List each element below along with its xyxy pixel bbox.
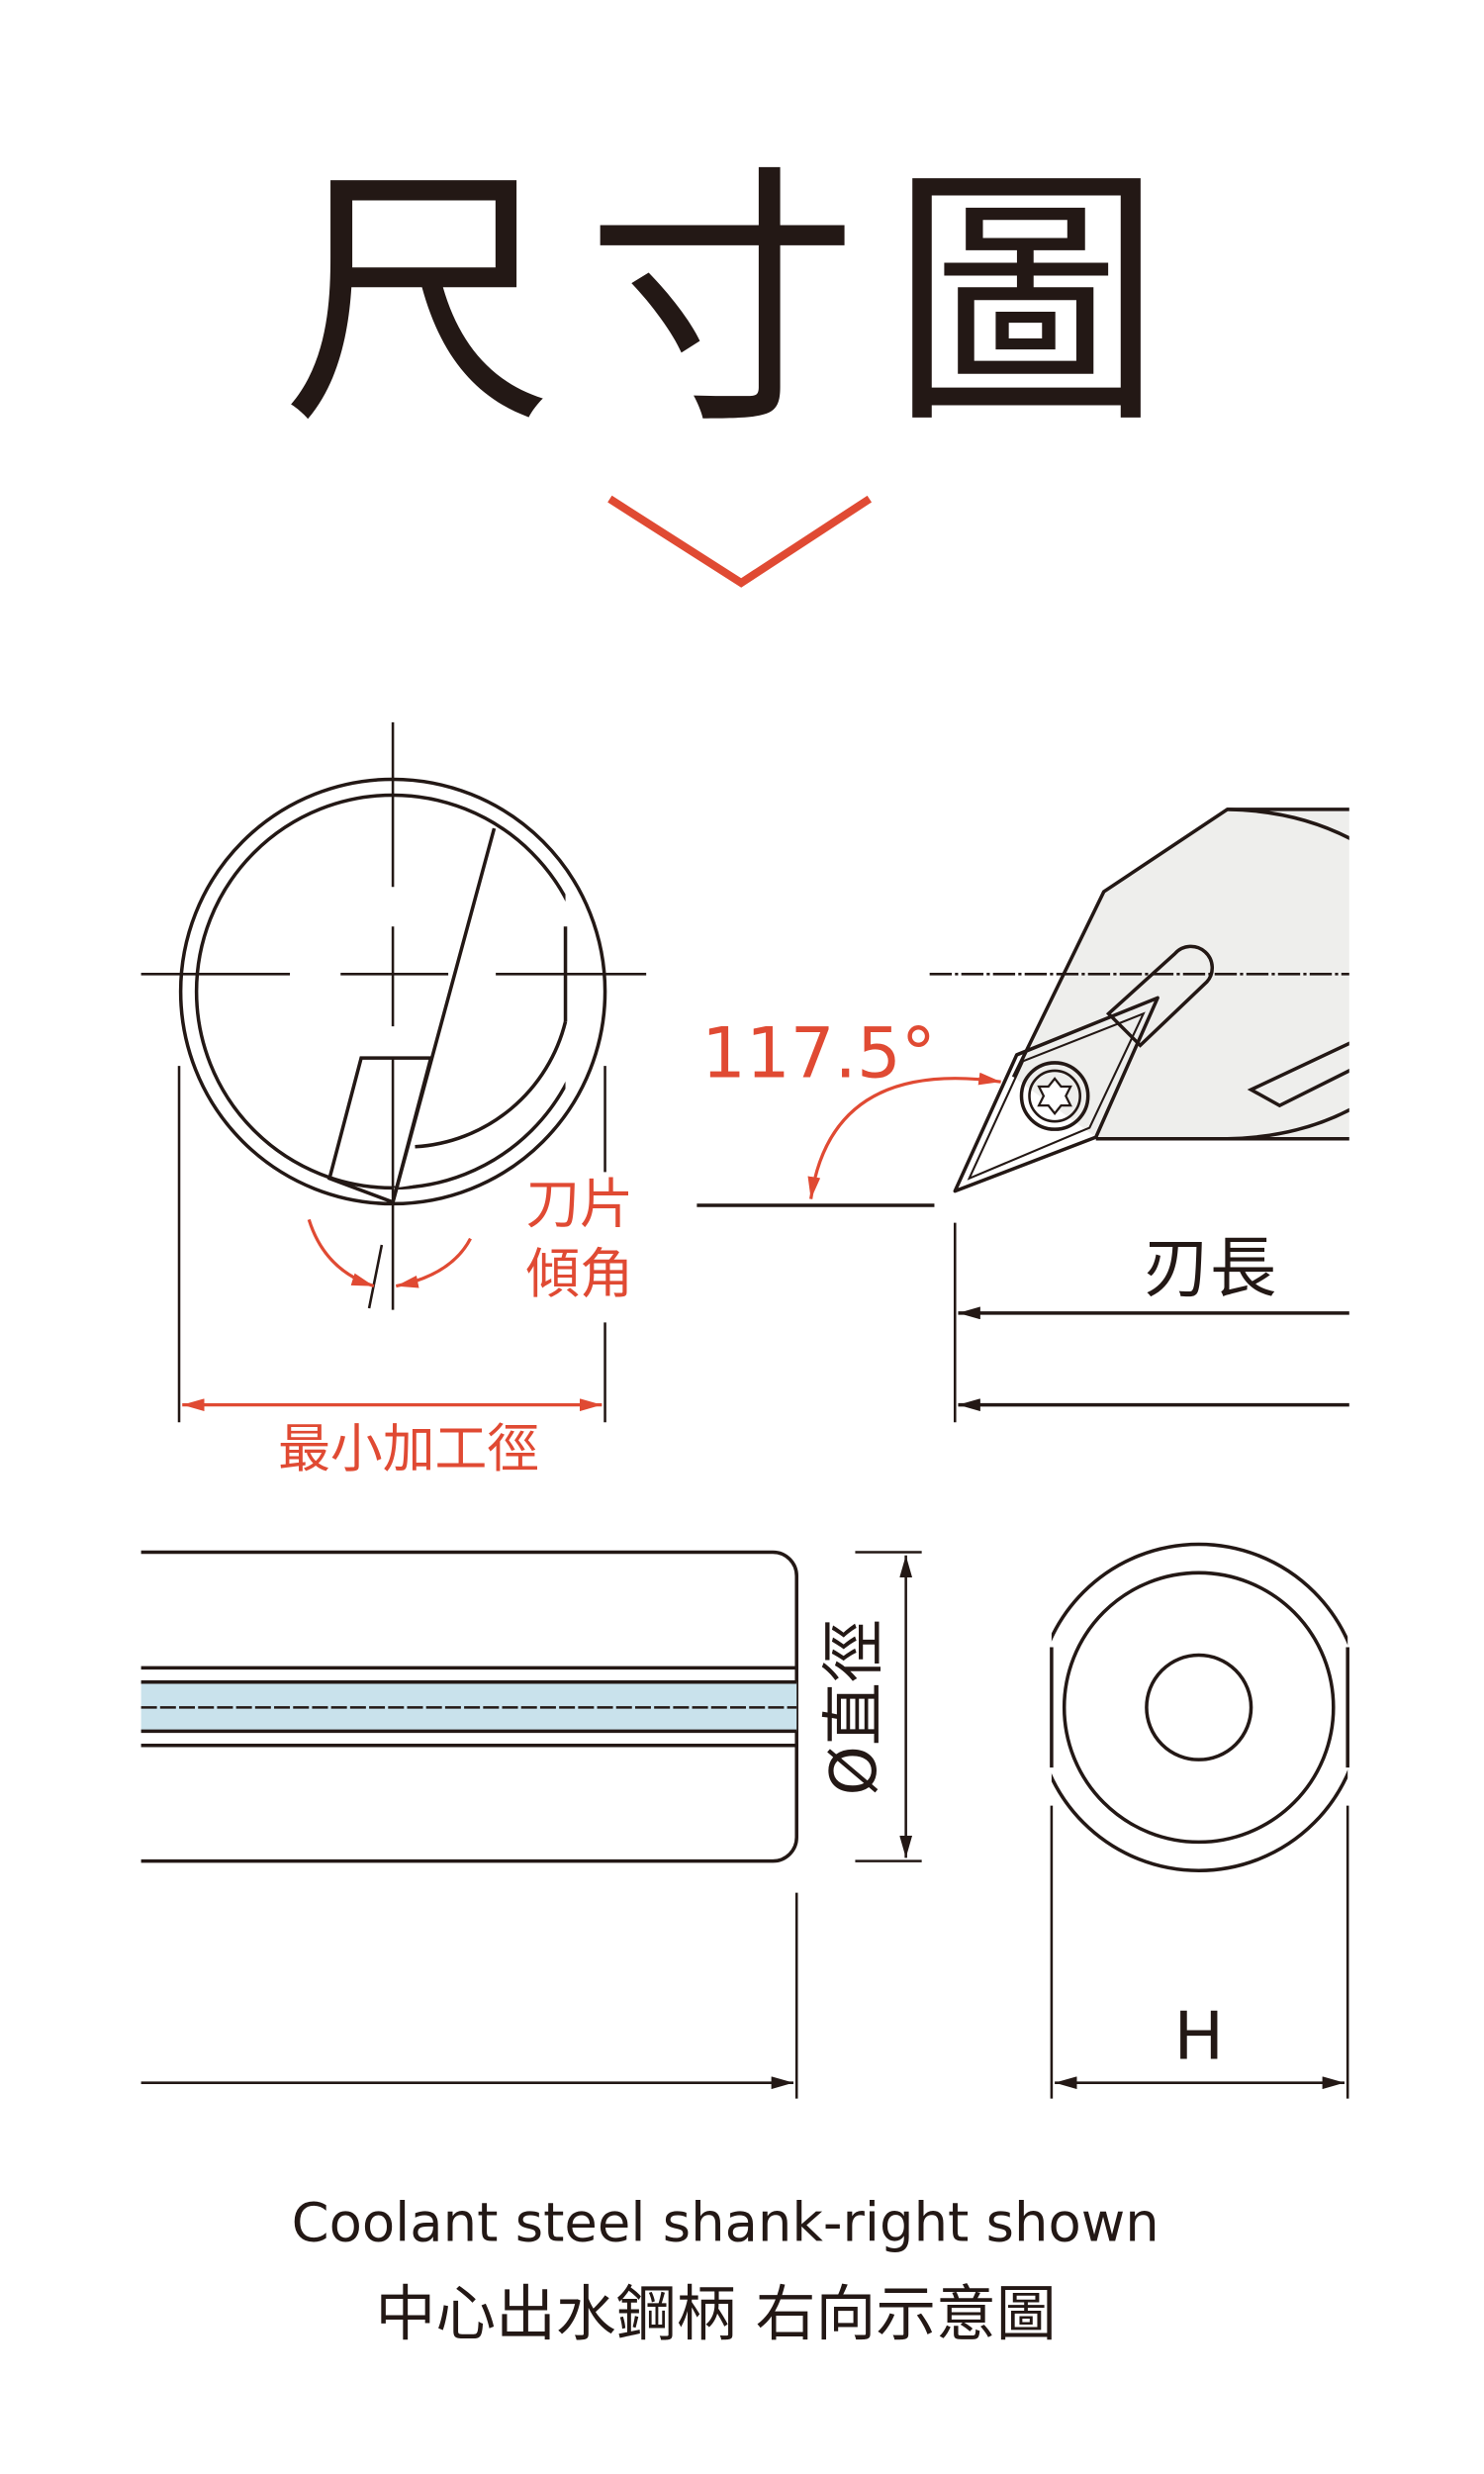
shank-side-view [140, 1550, 922, 2099]
shank-end-view [1050, 1542, 1349, 2099]
tool-head-view [696, 808, 1349, 1423]
height-label: H [1173, 1998, 1224, 2075]
insert-angle-label-2: 傾角 [526, 1242, 634, 1305]
page-title: 尺寸圖 [282, 143, 1194, 460]
chevron-down-icon [607, 495, 873, 588]
insert-inclination-view [140, 721, 647, 1423]
cutting-length-label: 刃長 [1144, 1229, 1276, 1306]
insert-angle-label: 刀片 [526, 1173, 634, 1236]
approach-angle-label: 117.5° [701, 1012, 936, 1094]
caption-english: Coolant steel shank-right shown [292, 2191, 1159, 2254]
coolant-hole [1145, 1653, 1253, 1761]
diameter-label: Ø直徑 [818, 1619, 891, 1795]
caption-chinese: 中心出水鋼柄 右向示意圖 [376, 2280, 1057, 2349]
min-bore-label: 最小加工徑 [278, 1419, 539, 1479]
torx-screw-icon [1019, 1061, 1090, 1131]
